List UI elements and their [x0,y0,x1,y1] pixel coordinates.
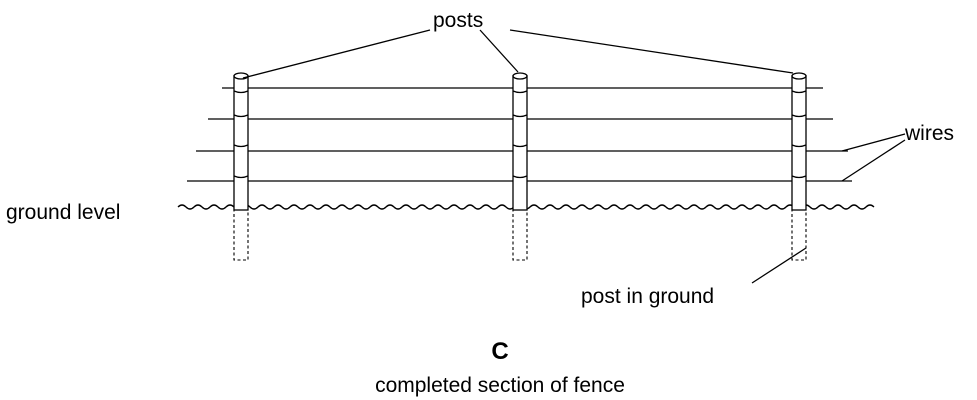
post-left-underground [233,209,249,261]
leader-posts-left [242,29,431,79]
label-posts: posts [433,9,483,32]
leader-post-in-ground [751,247,807,284]
post-right [791,72,807,261]
leader-posts-middle [479,29,519,73]
leader-wires-upper [841,133,906,152]
post-middle-underground [512,209,528,261]
post-right-underground [791,209,807,261]
post-left [233,72,249,261]
leader-lines [242,29,906,284]
leader-posts-right [509,29,794,74]
post-middle [512,72,528,261]
label-post-in-ground: post in ground [581,285,714,308]
caption-text: completed section of fence [375,374,625,397]
label-wires: wires [904,122,954,145]
caption-letter: C [491,338,508,365]
leader-wires-lower [841,139,906,182]
label-ground-level: ground level [6,201,120,224]
